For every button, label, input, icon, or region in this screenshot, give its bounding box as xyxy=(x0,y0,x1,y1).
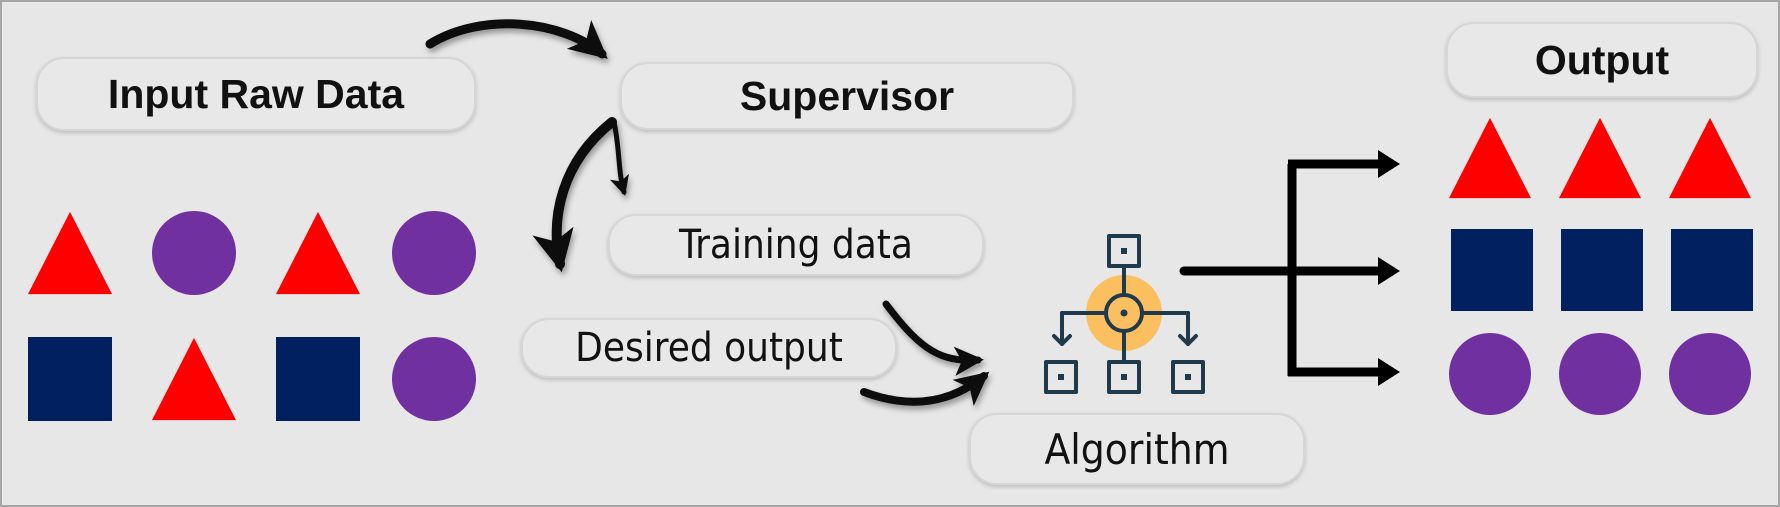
output-branch-arrow xyxy=(1179,150,1400,386)
input-circle-shape xyxy=(392,211,476,295)
algorithm-label: Algorithm xyxy=(969,413,1305,485)
supervisor-label: Supervisor xyxy=(620,62,1074,130)
output-triangle-shape xyxy=(1669,117,1751,199)
output-triangle-shape xyxy=(1449,117,1531,199)
training-data-label: Training data xyxy=(608,214,984,276)
flowchart-middle-node xyxy=(1107,360,1141,394)
output-shapes-group xyxy=(1449,117,1753,415)
input-raw-data-label: Input Raw Data xyxy=(36,57,476,131)
output-square-shape xyxy=(1451,229,1533,311)
output-circle-shape xyxy=(1669,333,1751,415)
input-circle-shape xyxy=(152,211,236,295)
output-label: Output xyxy=(1446,22,1758,98)
input-square-shape xyxy=(28,337,112,421)
input-triangle-shape xyxy=(152,337,236,421)
arrow-supervisor-to-training xyxy=(609,119,629,196)
input-triangle-shape xyxy=(28,211,112,295)
input-triangle-shape xyxy=(276,211,360,295)
input-square-shape xyxy=(276,337,360,421)
arrow-input-to-supervisor xyxy=(425,19,608,59)
input-shapes-group xyxy=(28,211,476,421)
output-square-shape xyxy=(1561,229,1643,311)
arrow-desired-to-algorithm xyxy=(860,371,990,406)
output-circle-shape xyxy=(1449,333,1531,415)
arrow-training-to-algorithm xyxy=(882,300,984,376)
arrow-supervisor-to-desired xyxy=(532,117,617,273)
flowchart-right-node xyxy=(1171,360,1205,394)
output-square-shape xyxy=(1671,229,1753,311)
output-triangle-shape xyxy=(1559,117,1641,199)
input-circle-shape xyxy=(392,337,476,421)
flowchart-left-node xyxy=(1044,360,1078,394)
algorithm-flowchart-icon xyxy=(1044,234,1205,394)
desired-output-label: Desired output xyxy=(521,318,897,378)
output-circle-shape xyxy=(1559,333,1641,415)
